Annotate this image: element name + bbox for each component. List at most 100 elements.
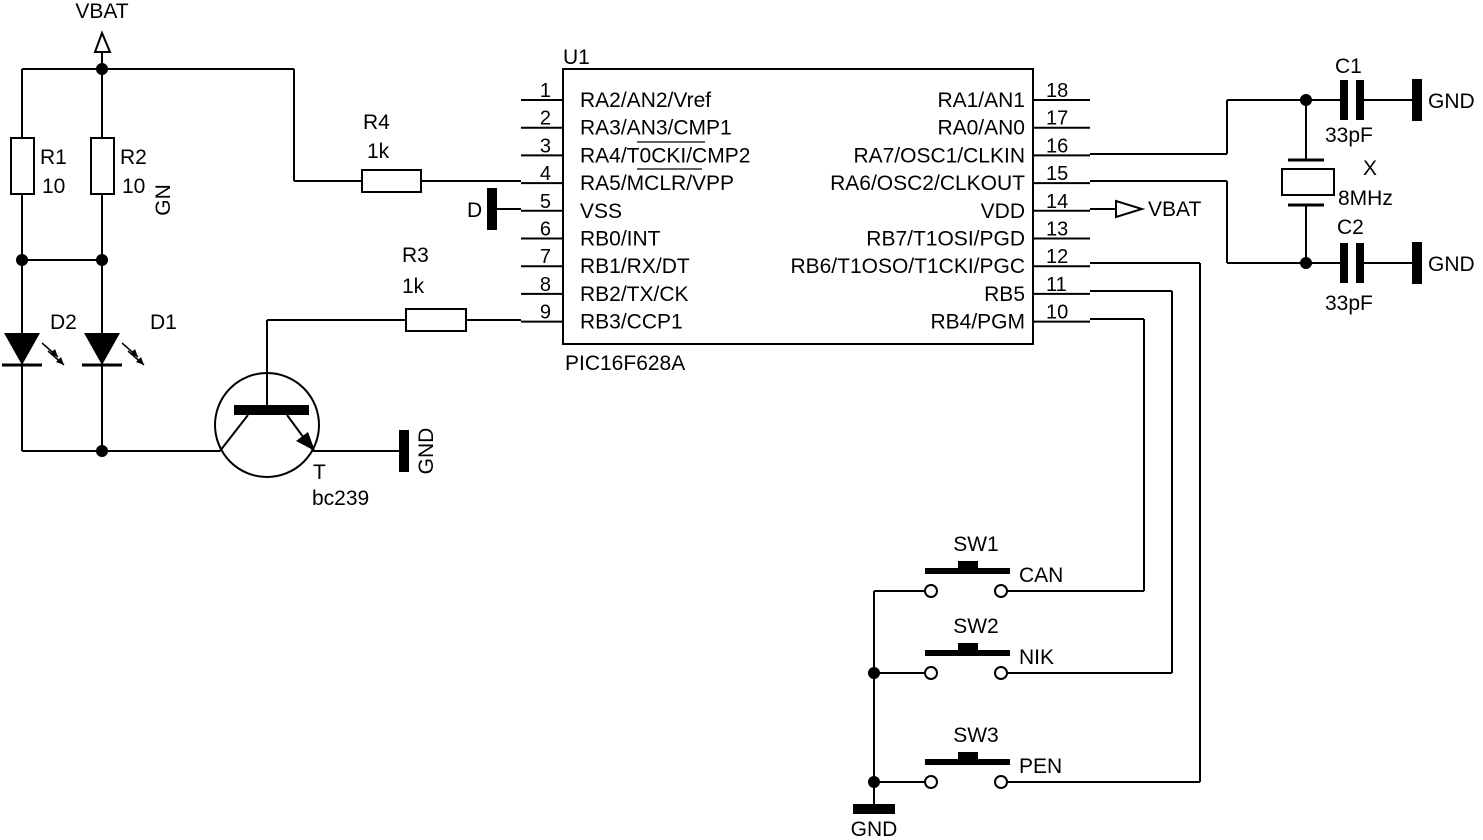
ic-left-pin-name: VSS [580, 200, 622, 223]
r4-value: 1k [367, 140, 390, 163]
capacitor-c2: C2 33pF GND [1325, 216, 1475, 315]
switch-actuator-cap [958, 752, 978, 760]
ic-left-pin-number: 1 [540, 80, 551, 102]
switch-label: CAN [1019, 564, 1063, 587]
switch-contact [994, 584, 1008, 598]
ic-left-pin-name: RA4/T0CKI/CMP2 [580, 144, 750, 167]
switch-ref: SW1 [953, 533, 999, 556]
c2-value: 33pF [1325, 292, 1373, 315]
transistor-gnd-label: GND [415, 428, 438, 475]
oscillator-wires [1090, 99, 1340, 264]
led-d1: D1 [82, 311, 177, 367]
junction-c2 [1300, 257, 1312, 269]
switch-actuator-cap [958, 561, 978, 569]
switch-gnd-label: GND [851, 818, 898, 840]
junction-sw2 [868, 667, 880, 679]
ic-left-pin-name: RB3/CCP1 [580, 311, 683, 334]
vss-ground: D [467, 188, 521, 230]
vss-gnd-partial-label: D [467, 199, 482, 222]
r1-ref: R1 [40, 146, 67, 169]
r4-ref: R4 [363, 111, 390, 134]
junction-led-collector [96, 445, 108, 457]
ic-left-pin-number: 5 [540, 191, 551, 213]
switch-contact [924, 666, 938, 680]
r2-ref: R2 [120, 146, 147, 169]
gnd-rotated-partial-label: GN [152, 184, 175, 216]
switch-actuator-bar [925, 650, 1010, 656]
switch-ref: SW2 [953, 615, 999, 638]
resistor-r4: R4 1k [361, 111, 422, 193]
vbat-right-label: VBAT [1148, 198, 1201, 221]
ic-left-pin-number: 8 [540, 274, 551, 296]
transistor-ref: T [313, 461, 326, 484]
switch-actuator-cap [958, 643, 978, 651]
d2-ref: D2 [50, 311, 77, 334]
switch-wires [873, 262, 1201, 805]
ic-right-pin-number: 11 [1046, 274, 1067, 296]
ic-right-pin-number: 18 [1046, 80, 1068, 102]
ic-left-pin-number: 2 [540, 108, 551, 130]
crystal-ref: X [1363, 157, 1377, 180]
ic-right-pin-name: RB7/T1OSI/PGD [866, 228, 1025, 251]
vbat-right-symbol: VBAT [1090, 198, 1201, 221]
ic-left-pin-name: RB1/RX/DT [580, 255, 690, 278]
switch-contact [994, 666, 1008, 680]
d1-ref: D1 [150, 311, 177, 334]
crystal-x: X 8MHz [1281, 157, 1393, 210]
ic-right-pin-number: 14 [1046, 191, 1068, 213]
resistor-r3: R3 1k [267, 244, 521, 332]
junction-r1-led [16, 254, 28, 266]
junction-sw3 [868, 776, 880, 788]
ic-right-pin-number: 17 [1046, 108, 1068, 130]
ic-right-pin-number: 12 [1046, 246, 1068, 268]
switch-label: NIK [1019, 646, 1054, 669]
ic-ref: U1 [563, 46, 590, 69]
junction-vbat [96, 63, 108, 75]
ic-right-pin-name: RA7/OSC1/CLKIN [853, 144, 1025, 167]
transistor-value: bc239 [312, 487, 369, 510]
switch-actuator-bar [925, 759, 1010, 765]
ic-left-pin-name: RB2/TX/CK [580, 283, 689, 306]
vbat-top-symbol: VBAT [75, 0, 129, 69]
ic-right-pin-name: RB4/PGM [930, 311, 1025, 334]
ic-left-pin-number: 6 [540, 219, 551, 241]
wires-left [21, 68, 521, 452]
ic-right-pin-name: RA0/AN0 [937, 117, 1025, 140]
ic-right-pin-name: VDD [981, 200, 1025, 223]
c1-ref: C1 [1335, 55, 1362, 78]
ic-right-pin-name: RB6/T1OSO/T1CKI/PGC [790, 255, 1025, 278]
junction-c1 [1300, 94, 1312, 106]
ic-left-pin-number: 3 [540, 135, 551, 157]
r1-value: 10 [42, 175, 65, 198]
c2-ref: C2 [1337, 216, 1364, 239]
ic-left-pin-name: RA3/AN3/CMP1 [580, 117, 732, 140]
ic-right-pin-number: 15 [1046, 163, 1068, 185]
ic-left-pin-number: 9 [540, 302, 551, 324]
c2-gnd-label: GND [1428, 253, 1475, 276]
r2-value: 10 [122, 175, 145, 198]
ic-right-pin-number: 13 [1046, 219, 1068, 241]
capacitor-c1: C1 33pF GND [1325, 55, 1475, 147]
ic-right-pin-name: RB5 [984, 283, 1025, 306]
vbat-top-label: VBAT [75, 0, 128, 23]
switch-label: PEN [1019, 755, 1062, 778]
ic-right-pin-number: 10 [1046, 302, 1068, 324]
ic-left-pin-number: 7 [540, 246, 551, 268]
transistor-t: GND T bc239 [214, 320, 438, 510]
ic-right-pin-number: 16 [1046, 135, 1068, 157]
switch-actuator-bar [925, 568, 1010, 574]
c1-value: 33pF [1325, 124, 1373, 147]
c1-gnd-label: GND [1428, 90, 1475, 113]
ic-left-pin-name: RB0/INT [580, 228, 661, 251]
ic-right-pin-name: RA1/AN1 [937, 89, 1025, 112]
switch-contact [994, 775, 1008, 789]
ic-right-pins: 18RA1/AN117RA0/AN016RA7/OSC1/CLKIN15RA6/… [790, 80, 1090, 334]
led-d2: D2 [2, 311, 77, 367]
ic-part: PIC16F628A [565, 352, 685, 375]
